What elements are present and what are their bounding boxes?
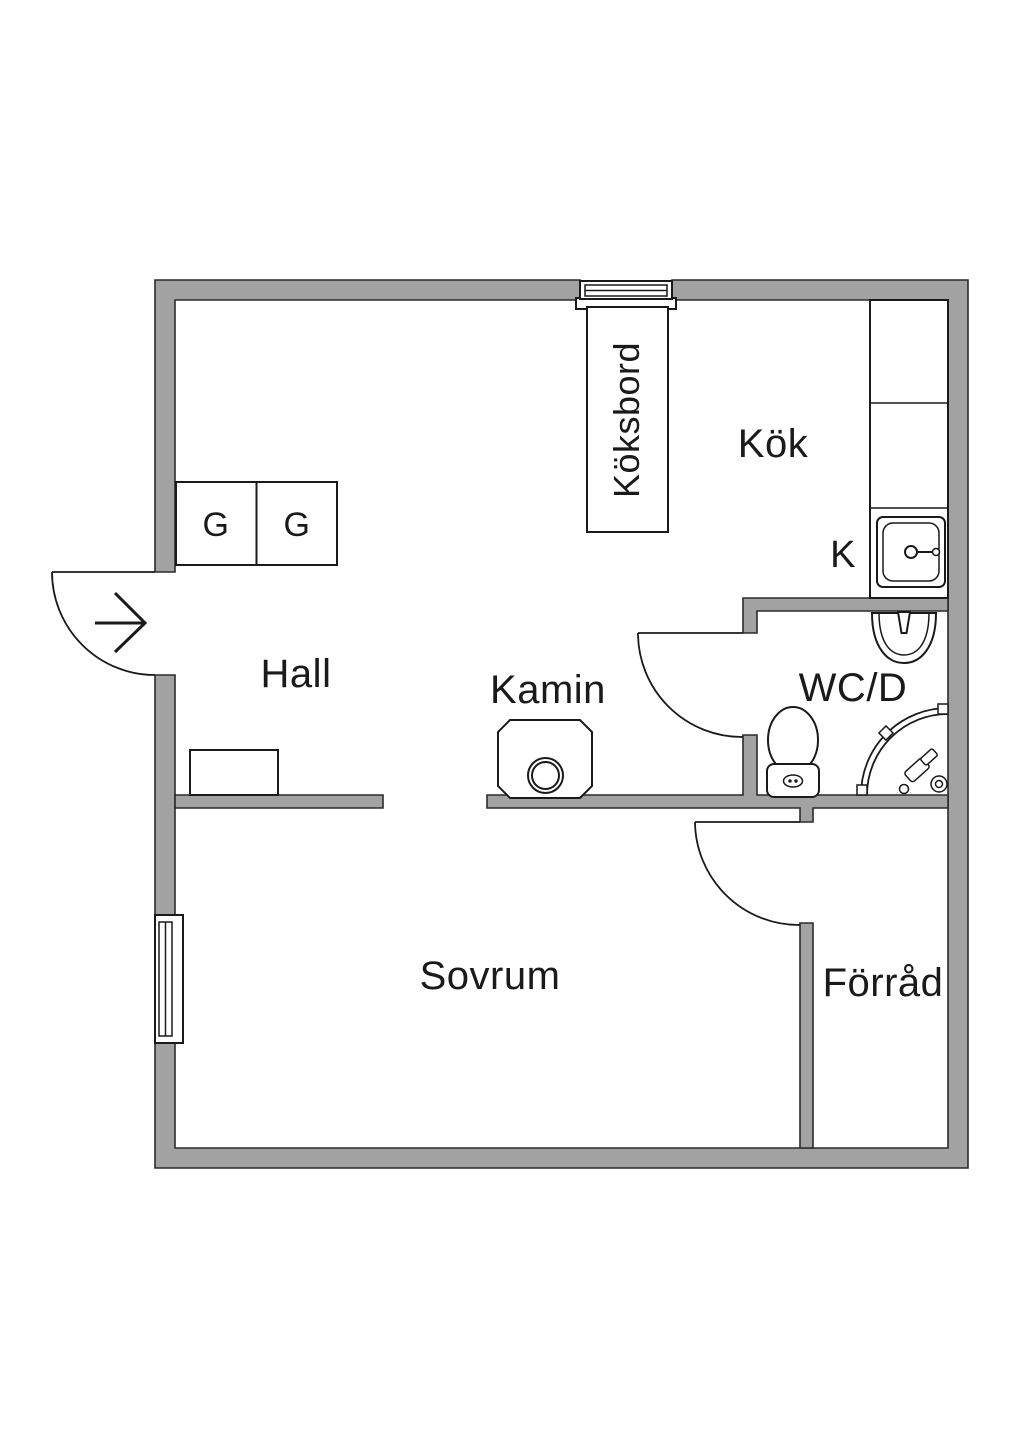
toilet-icon [766, 706, 820, 798]
toilet-button-dot-2 [794, 779, 798, 783]
room-label-kamin: Kamin [490, 668, 606, 712]
hall-cabinet [189, 749, 279, 796]
arrow-head [113, 591, 148, 654]
shower-glass-inner [866, 713, 949, 796]
kamin-icon [497, 719, 593, 799]
kitchen-table: Köksbord [586, 306, 669, 533]
wall-wc-bedroom [486, 734, 949, 823]
shower-icon [856, 703, 949, 796]
basin-bowl [870, 612, 938, 665]
entrance-door-icon [51, 571, 156, 676]
wardrobe-label-1: G [203, 506, 230, 544]
shower-head-icon [898, 748, 948, 795]
shower-head-top [920, 748, 938, 766]
table-label: Köksbord [606, 342, 647, 498]
top-window-icon [575, 280, 677, 310]
toilet-button-dot-1 [788, 779, 792, 783]
kitchen-sink-icon [876, 516, 946, 588]
room-label-wcd: WC/D [799, 666, 908, 710]
sink-drain [904, 545, 918, 559]
wall-hall-bedroom [174, 794, 384, 809]
room-label-k: K [830, 534, 856, 576]
door-swing-arc [51, 571, 156, 676]
door-swing-arc [637, 632, 744, 738]
door-swing-arc [694, 821, 801, 926]
wc-basin-icon [870, 611, 938, 665]
shower-glass-handle [877, 724, 895, 742]
wall-bedroom-storage [799, 922, 814, 1149]
shower-glass-cap-1 [856, 784, 868, 796]
basin-inner [878, 612, 930, 656]
room-label-kok: Kök [738, 422, 809, 466]
entry-arrow-icon [95, 591, 148, 654]
room-label-forrad: Förråd [823, 961, 944, 1005]
sink-tap-knob [931, 547, 941, 557]
toilet-button [782, 774, 804, 788]
basin-tap [896, 611, 912, 634]
room-label-hall: Hall [261, 652, 332, 696]
wardrobe-label-2: G [284, 506, 311, 544]
shower-mixer [898, 783, 910, 795]
wc-door-icon [637, 632, 744, 738]
room-label-sovrum: Sovrum [420, 954, 561, 998]
shower-glass-cap-2 [937, 703, 949, 715]
shower-hose-center [934, 779, 944, 789]
kamin-flue-inner [531, 761, 560, 790]
wall-left-mid [154, 674, 176, 916]
table-top [586, 306, 669, 533]
wardrobes: G G [175, 481, 338, 566]
storage-door-icon [694, 821, 801, 926]
interior-walls [174, 597, 949, 1149]
bedroom-window-icon [154, 914, 184, 1044]
